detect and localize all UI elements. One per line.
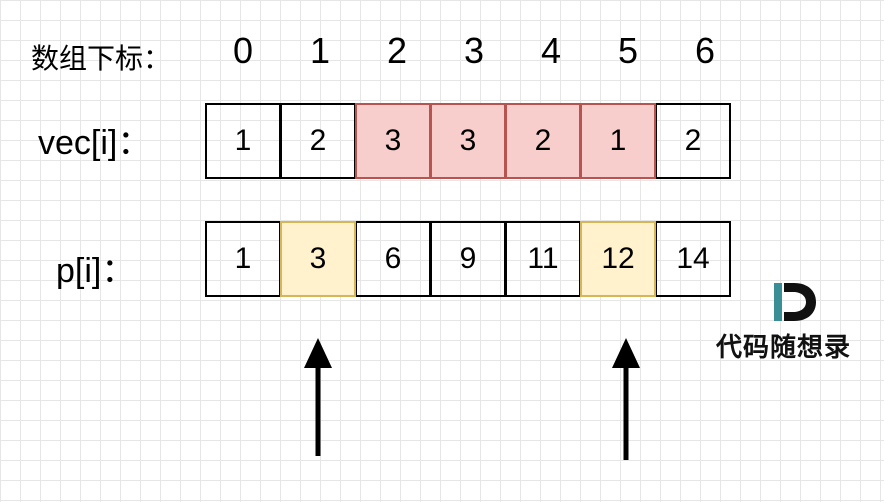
p-row-label: p[i]： bbox=[56, 252, 136, 290]
index-label: 2 bbox=[386, 30, 408, 71]
up-arrow bbox=[612, 338, 640, 460]
d-logo-icon bbox=[774, 283, 816, 321]
index-label: 3 bbox=[463, 30, 485, 71]
index-label: 6 bbox=[694, 30, 716, 71]
vec-cell: 1 bbox=[580, 103, 656, 179]
brand-name: 代码随想录 bbox=[716, 333, 852, 363]
p-cell: 12 bbox=[580, 221, 656, 297]
index-row: 0 1 2 3 4 5 6 bbox=[0, 30, 884, 74]
vec-cell: 3 bbox=[430, 103, 506, 179]
up-arrow bbox=[304, 338, 332, 456]
vec-cell: 3 bbox=[355, 103, 431, 179]
vec-cell: 2 bbox=[655, 103, 731, 179]
p-cell: 14 bbox=[655, 221, 731, 297]
vec-cell: 2 bbox=[505, 103, 581, 179]
index-label: 0 bbox=[232, 30, 254, 71]
p-cell: 3 bbox=[280, 221, 356, 297]
vec-row-label: vec[i]： bbox=[38, 124, 152, 162]
index-row-label: 数组下标： bbox=[31, 42, 172, 75]
index-label: 4 bbox=[540, 30, 562, 71]
index-label: 5 bbox=[617, 30, 639, 71]
index-label: 1 bbox=[309, 30, 331, 71]
